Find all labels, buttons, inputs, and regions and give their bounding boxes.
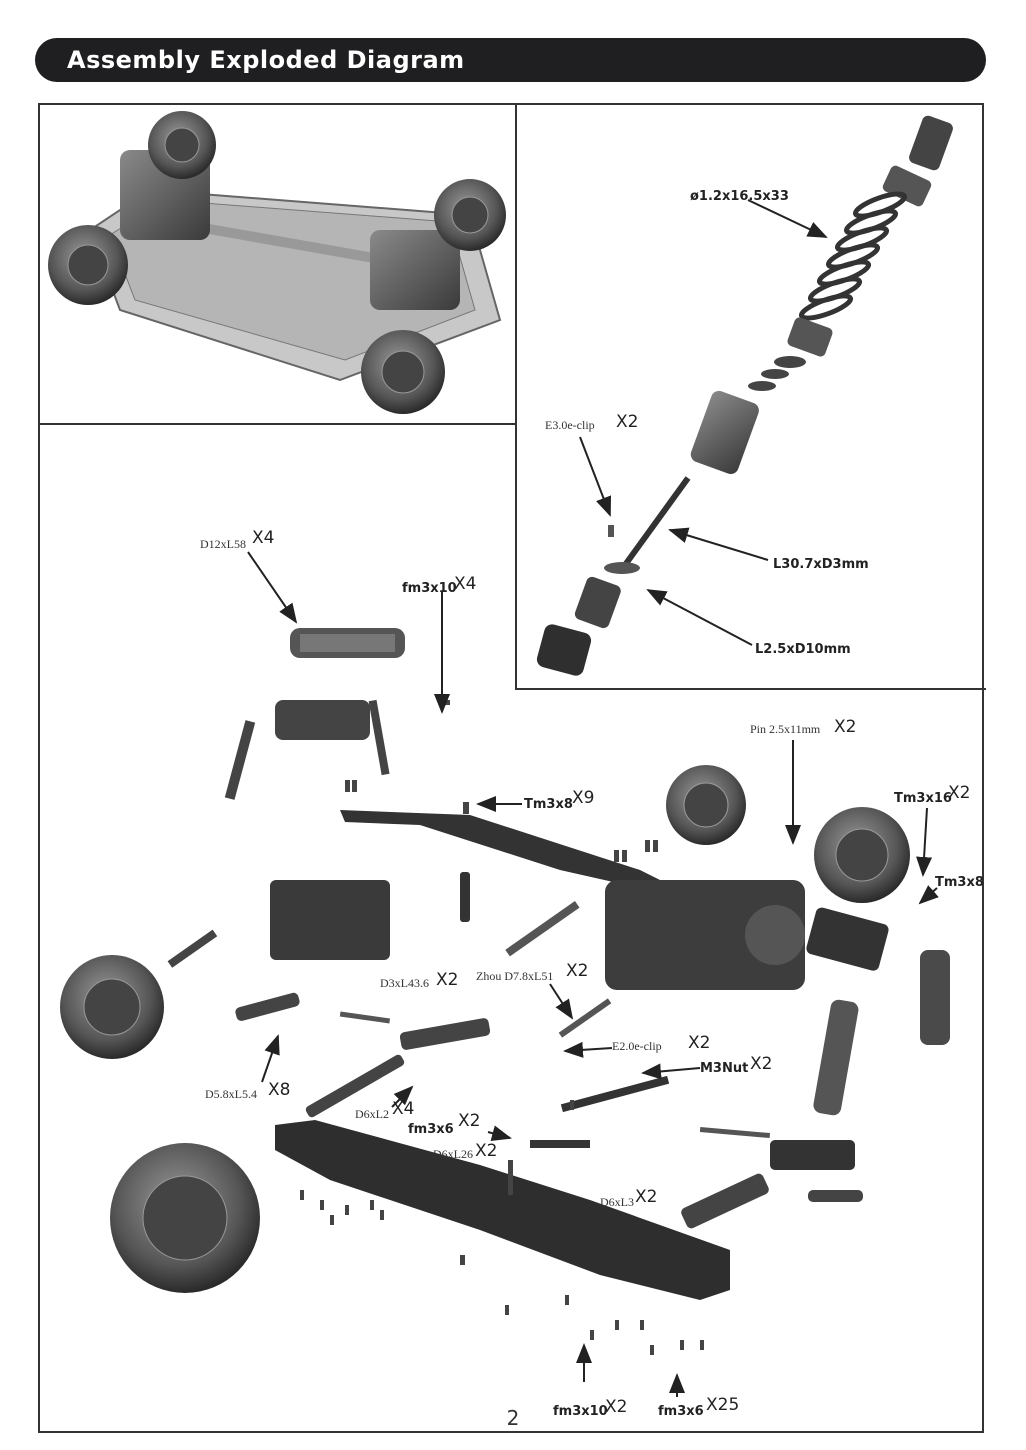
- svg-text:Zhou D7.8xL51: Zhou D7.8xL51: [476, 969, 553, 983]
- callout-m3nut: M3Nut X2: [700, 1054, 772, 1076]
- section-title: Assembly Exploded Diagram: [67, 46, 465, 74]
- car-wheel-fr: [434, 179, 506, 251]
- page-number: 2: [506, 1406, 520, 1430]
- svg-text:E2.0e-clip: E2.0e-clip: [612, 1039, 662, 1053]
- panel-divider-horizontal-left: [38, 423, 517, 425]
- callout-d58: D5.8xL5.4 X8: [205, 1080, 290, 1101]
- callout-zhou: Zhou D7.8xL51 X2: [476, 961, 588, 983]
- svg-text:X2: X2: [688, 1033, 710, 1053]
- svg-text:fm3x6: fm3x6: [408, 1122, 454, 1137]
- callout-e3-clip: E3.0e-clip X2: [545, 412, 638, 432]
- callout-fm3x6-bottom: fm3x6 X25: [658, 1395, 739, 1419]
- svg-text:X25: X25: [706, 1395, 739, 1415]
- leader-arrows: [247, 199, 939, 1397]
- svg-text:ø1.2x16.5x33: ø1.2x16.5x33: [690, 189, 789, 204]
- callout-spring: ø1.2x16.5x33: [690, 189, 789, 204]
- shock-pair: [290, 628, 405, 658]
- callout-fm3x6-mid: fm3x6 X2: [408, 1111, 480, 1137]
- callout-washer: L2.5xD10mm: [755, 642, 851, 657]
- svg-text:X2: X2: [948, 783, 970, 803]
- svg-text:Pin 2.5x11mm: Pin 2.5x11mm: [750, 722, 821, 736]
- svg-text:D12xL58: D12xL58: [200, 537, 246, 551]
- callout-d6l3: D6xL3 X2: [600, 1187, 657, 1209]
- car-wheel-rl: [48, 225, 128, 305]
- svg-text:D3xL43.6: D3xL43.6: [380, 976, 429, 990]
- svg-text:X2: X2: [750, 1054, 772, 1074]
- svg-text:X2: X2: [605, 1397, 627, 1417]
- svg-text:X9: X9: [572, 788, 594, 808]
- callout-shaft: L30.7xD3mm: [773, 557, 869, 572]
- chassis-exploded: [60, 628, 950, 1355]
- svg-text:X2: X2: [616, 412, 638, 432]
- svg-text:X2: X2: [566, 961, 588, 981]
- callout-fm3x10-top: fm3x10 X4: [402, 574, 476, 596]
- svg-text:Tm3x8: Tm3x8: [935, 875, 984, 890]
- svg-text:Tm3x16: Tm3x16: [894, 791, 952, 806]
- wheel-rear-left: [110, 1143, 260, 1293]
- callout-d6l26: D6xL26 X2: [433, 1141, 497, 1161]
- svg-text:D5.8xL5.4: D5.8xL5.4: [205, 1087, 257, 1101]
- callout-d12: D12xL58 X4: [200, 528, 274, 551]
- callout-tm3x8-mid: Tm3x8 X9: [524, 788, 594, 812]
- svg-text:E3.0e-clip: E3.0e-clip: [545, 418, 595, 432]
- section-header: Assembly Exploded Diagram: [35, 38, 986, 82]
- callout-pin: Pin 2.5x11mm X2: [750, 717, 856, 737]
- svg-text:X4: X4: [392, 1099, 414, 1119]
- svg-text:X4: X4: [252, 528, 274, 548]
- callout-tm3x8-right: Tm3x8: [935, 875, 984, 890]
- svg-text:D6xL2: D6xL2: [355, 1107, 389, 1121]
- svg-text:X4: X4: [454, 574, 476, 594]
- svg-text:L30.7xD3mm: L30.7xD3mm: [773, 557, 869, 572]
- svg-text:X8: X8: [268, 1080, 290, 1100]
- callout-e2-clip: E2.0e-clip X2: [612, 1033, 710, 1053]
- svg-text:L2.5xD10mm: L2.5xD10mm: [755, 642, 851, 657]
- wheel-front-right: [814, 807, 910, 903]
- diagram-frame: [38, 103, 984, 1433]
- callout-d3: D3xL43.6 X2: [380, 970, 458, 990]
- assembled-car-illustration: [48, 111, 506, 414]
- svg-text:fm3x6: fm3x6: [658, 1404, 704, 1419]
- car-wheel-rr: [361, 330, 445, 414]
- panel-divider-vertical: [515, 103, 517, 690]
- wheel-front-right-top: [666, 765, 746, 845]
- svg-text:X2: X2: [635, 1187, 657, 1207]
- svg-text:fm3x10: fm3x10: [402, 581, 457, 596]
- svg-text:D6xL3: D6xL3: [600, 1195, 634, 1209]
- svg-text:X2: X2: [436, 970, 458, 990]
- svg-text:X2: X2: [834, 717, 856, 737]
- panel-divider-horizontal-right: [515, 688, 986, 690]
- svg-text:D6xL26: D6xL26: [433, 1147, 473, 1161]
- svg-text:X2: X2: [475, 1141, 497, 1161]
- car-wheel-fl: [148, 111, 216, 179]
- shock-absorber-exploded: [536, 115, 953, 676]
- svg-text:X2: X2: [458, 1111, 480, 1131]
- svg-text:fm3x10: fm3x10: [553, 1404, 608, 1419]
- svg-text:Tm3x8: Tm3x8: [524, 797, 573, 812]
- callout-tm3x16: Tm3x16 X2: [894, 783, 970, 806]
- svg-text:M3Nut: M3Nut: [700, 1061, 748, 1076]
- callout-fm3x10-bottom: fm3x10 X2: [553, 1397, 627, 1419]
- spring: [798, 191, 908, 321]
- wheel-rear-left-top: [60, 955, 164, 1059]
- callout-d6l2: D6xL2 X4: [355, 1099, 414, 1121]
